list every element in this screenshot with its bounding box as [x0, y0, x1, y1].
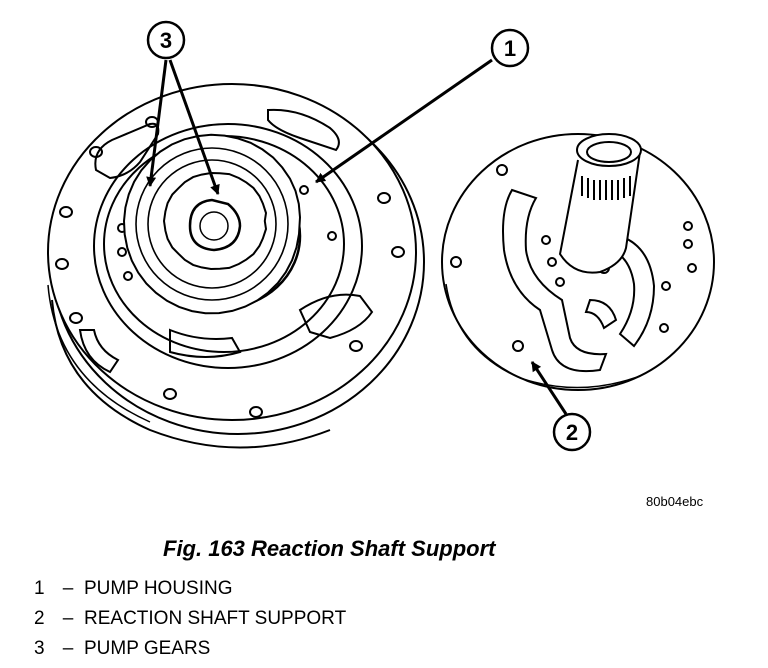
figure-illustration: 3 1 2 — [47, 20, 715, 452]
outer-gear-teeth — [135, 147, 289, 301]
image-id: 80b04ebc — [646, 494, 704, 509]
callout-3-circle — [146, 20, 186, 60]
legend-item-dash: – — [62, 608, 74, 629]
legend-item-label: PUMP GEARS — [84, 638, 211, 659]
callout-3: 3 — [146, 20, 220, 195]
legend-item-3: 3–PUMP GEARS — [34, 634, 346, 664]
callout-2-arrow — [530, 361, 568, 415]
callout-1-circle — [490, 28, 530, 68]
callout-3-arrow-left — [146, 59, 168, 187]
callout-3-number: 3 — [160, 28, 172, 53]
callout-1-number: 1 — [504, 36, 516, 61]
gear-bore — [188, 198, 242, 252]
legend-item-dash: – — [62, 578, 74, 599]
legend-item-2: 2–REACTION SHAFT SUPPORT — [34, 604, 346, 634]
legend: 1–PUMP HOUSING 2–REACTION SHAFT SUPPORT … — [34, 574, 346, 664]
legend-item-dash: – — [62, 638, 74, 659]
callout-3-arrow-right — [168, 59, 220, 195]
legend-item-1: 1–PUMP HOUSING — [34, 574, 346, 604]
gear-bore-inner — [199, 211, 229, 241]
legend-item-label: REACTION SHAFT SUPPORT — [84, 608, 347, 629]
legend-item-number: 2 — [34, 608, 45, 629]
figure-caption: Fig. 163 Reaction Shaft Support — [163, 536, 496, 561]
legend-item-label: PUMP HOUSING — [84, 578, 233, 599]
reaction-shaft — [558, 133, 642, 274]
callout-1-arrow — [315, 58, 493, 184]
callout-2-number: 2 — [566, 420, 578, 445]
legend-item-number: 1 — [34, 578, 45, 599]
callout-2: 2 — [530, 361, 592, 452]
legend-item-number: 3 — [34, 638, 45, 659]
callout-2-circle — [552, 412, 592, 452]
callout-1: 1 — [315, 28, 530, 184]
